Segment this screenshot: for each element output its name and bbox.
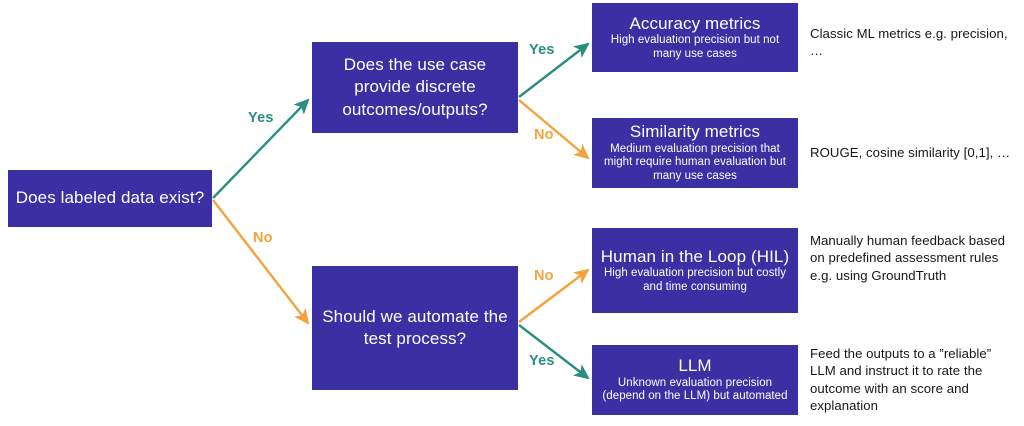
node-root[interactable]: Does labeled data exist? bbox=[8, 170, 212, 227]
node-root-title: Does labeled data exist? bbox=[15, 188, 205, 208]
node-llm-title: LLM bbox=[678, 356, 712, 376]
node-llm[interactable]: LLM Unknown evaluation precision (depend… bbox=[592, 345, 798, 415]
edge-root-no bbox=[212, 199, 310, 325]
node-accuracy-title: Accuracy metrics bbox=[629, 13, 761, 33]
edge-label-automate-yes: Yes bbox=[529, 353, 555, 369]
edge-label-root-yes: Yes bbox=[248, 110, 274, 126]
node-hil-title: Human in the Loop (HIL) bbox=[600, 246, 790, 266]
edge-label-discrete-no: No bbox=[534, 127, 554, 143]
node-discrete[interactable]: Does the use case provide discrete outco… bbox=[312, 42, 518, 133]
node-automate-title: Should we automate the test process? bbox=[322, 306, 508, 348]
annotation-hil: Manually human feedback based on predefi… bbox=[810, 233, 1005, 283]
node-similarity-title: Similarity metrics bbox=[629, 122, 761, 142]
node-similarity[interactable]: Similarity metrics Medium evaluation pre… bbox=[592, 118, 798, 188]
edge-label-automate-no: No bbox=[534, 268, 554, 284]
node-hil-subtitle: High evaluation precision but costly and… bbox=[603, 267, 787, 293]
node-accuracy-subtitle: High evaluation precision but not many u… bbox=[610, 34, 780, 60]
node-llm-subtitle: Unknown evaluation precision (depend on … bbox=[602, 376, 788, 403]
edge-automate-yes bbox=[518, 324, 590, 380]
node-accuracy[interactable]: Accuracy metrics High evaluation precisi… bbox=[592, 3, 798, 72]
annotation-accuracy: Classic ML metrics e.g. precision, … bbox=[810, 26, 1008, 59]
annotation-similarity: ROUGE, cosine similarity [0,1], … bbox=[810, 145, 1011, 160]
edge-label-discrete-yes: Yes bbox=[529, 42, 555, 58]
annotation-llm: Feed the outputs to a ”reliable” LLM and… bbox=[810, 346, 992, 414]
node-discrete-title: Does the use case provide discrete outco… bbox=[342, 55, 488, 119]
node-automate[interactable]: Should we automate the test process? bbox=[312, 266, 518, 390]
node-similarity-subtitle: Medium evaluation precision that might r… bbox=[604, 142, 786, 183]
node-hil[interactable]: Human in the Loop (HIL) High evaluation … bbox=[592, 228, 798, 313]
edge-label-root-no: No bbox=[253, 230, 273, 246]
